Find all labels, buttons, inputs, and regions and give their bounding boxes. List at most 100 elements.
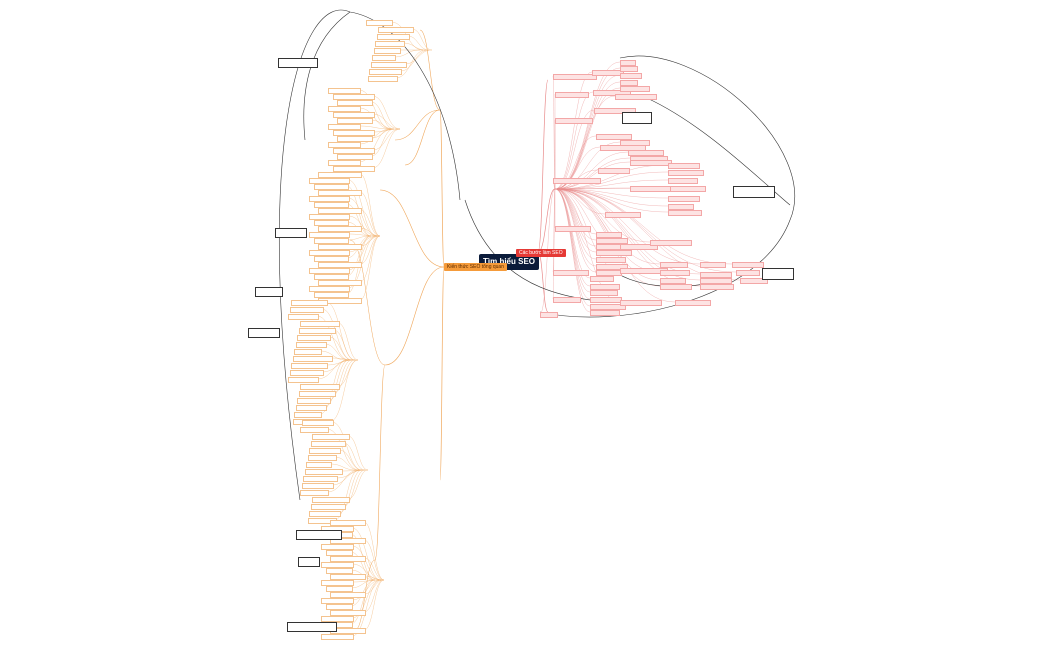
right-leaf-node[interactable] <box>596 270 622 276</box>
left-leaf-node[interactable] <box>288 314 319 320</box>
right-leaf-node[interactable] <box>615 94 657 100</box>
left-leaf-node[interactable] <box>375 41 405 47</box>
left-leaf-node[interactable] <box>376 34 410 40</box>
right-leaf-node[interactable] <box>660 270 690 276</box>
left-leaf-node[interactable] <box>312 497 350 503</box>
right-leaf-node[interactable] <box>668 170 704 176</box>
left-leaf-node[interactable] <box>309 178 350 184</box>
right-leaf-node[interactable] <box>553 270 589 276</box>
right-leaf-node[interactable] <box>700 284 734 290</box>
left-leaf-node[interactable] <box>328 160 361 166</box>
left-leaf-node[interactable] <box>318 262 362 268</box>
right-leaf-node[interactable] <box>620 66 638 72</box>
right-leaf-node[interactable] <box>555 226 591 232</box>
left-leaf-node[interactable] <box>291 363 328 369</box>
left-leaf-node[interactable] <box>313 184 349 190</box>
right-leaf-node[interactable] <box>553 297 581 303</box>
left-leaf-node[interactable] <box>321 598 354 604</box>
right-leaf-node[interactable] <box>590 276 614 282</box>
right-leaf-node[interactable] <box>620 80 638 86</box>
right-leaf-node[interactable] <box>620 140 650 146</box>
right-leaf-node[interactable] <box>732 262 764 268</box>
left-leaf-node[interactable] <box>300 321 340 327</box>
right-callout-box[interactable] <box>762 268 794 280</box>
left-leaf-node[interactable] <box>309 250 350 256</box>
right-leaf-node[interactable] <box>593 90 631 96</box>
right-leaf-node[interactable] <box>594 108 636 114</box>
left-leaf-node[interactable] <box>321 634 354 640</box>
right-leaf-node[interactable] <box>620 86 650 92</box>
right-leaf-node[interactable] <box>628 150 664 156</box>
left-leaf-node[interactable] <box>321 544 354 550</box>
left-leaf-node[interactable] <box>307 455 337 461</box>
left-leaf-node[interactable] <box>328 142 361 148</box>
right-callout-box[interactable] <box>622 112 652 124</box>
left-leaf-node[interactable] <box>301 483 334 489</box>
right-leaf-node[interactable] <box>668 210 702 216</box>
right-leaf-node[interactable] <box>553 74 597 80</box>
left-callout-box[interactable] <box>298 557 320 567</box>
left-leaf-node[interactable] <box>292 356 333 362</box>
left-leaf-node[interactable] <box>309 268 350 274</box>
right-leaf-node[interactable] <box>675 300 711 306</box>
right-leaf-node[interactable] <box>700 262 726 268</box>
right-leaf-node[interactable] <box>540 312 558 318</box>
right-leaf-node[interactable] <box>736 270 760 276</box>
right-leaf-node[interactable] <box>620 60 636 66</box>
right-leaf-node[interactable] <box>620 244 658 250</box>
right-leaf-node[interactable] <box>596 232 622 238</box>
left-leaf-node[interactable] <box>297 398 331 404</box>
left-leaf-node[interactable] <box>312 434 350 440</box>
left-leaf-node[interactable] <box>328 124 361 130</box>
left-leaf-node[interactable] <box>328 88 361 94</box>
right-leaf-node[interactable] <box>605 212 641 218</box>
left-leaf-node[interactable] <box>298 391 336 397</box>
left-leaf-node[interactable] <box>318 208 362 214</box>
right-leaf-node[interactable] <box>592 70 624 76</box>
right-leaf-node[interactable] <box>740 278 768 284</box>
left-leaf-node[interactable] <box>321 562 354 568</box>
left-leaf-node[interactable] <box>318 280 362 286</box>
left-callout-box[interactable] <box>255 287 283 297</box>
left-main-branch[interactable]: Kiến thức SEO tổng quan <box>444 263 507 271</box>
left-leaf-node[interactable] <box>301 420 334 426</box>
right-leaf-node[interactable] <box>590 284 620 290</box>
left-leaf-node[interactable] <box>289 307 324 313</box>
left-leaf-node[interactable] <box>310 504 346 510</box>
left-leaf-node[interactable] <box>373 48 401 54</box>
right-leaf-node[interactable] <box>590 290 618 296</box>
left-callout-box[interactable] <box>278 58 318 68</box>
left-callout-box[interactable] <box>275 228 307 238</box>
left-leaf-node[interactable] <box>370 62 407 68</box>
left-leaf-node[interactable] <box>298 328 336 334</box>
left-leaf-node[interactable] <box>367 76 398 82</box>
left-leaf-node[interactable] <box>309 286 350 292</box>
right-leaf-node[interactable] <box>596 134 632 140</box>
left-leaf-node[interactable] <box>297 335 331 341</box>
left-leaf-node[interactable] <box>288 377 319 383</box>
left-leaf-node[interactable] <box>294 349 322 355</box>
left-leaf-node[interactable] <box>328 106 361 112</box>
left-leaf-node[interactable] <box>313 274 349 280</box>
right-leaf-node[interactable] <box>555 118 593 124</box>
left-callout-box[interactable] <box>296 530 342 540</box>
left-leaf-node[interactable] <box>330 574 366 580</box>
left-leaf-node[interactable] <box>337 154 373 160</box>
left-leaf-node[interactable] <box>291 300 328 306</box>
left-leaf-node[interactable] <box>325 550 353 556</box>
left-leaf-node[interactable] <box>309 214 350 220</box>
left-leaf-node[interactable] <box>300 384 340 390</box>
left-leaf-node[interactable] <box>309 448 341 454</box>
right-leaf-node[interactable] <box>590 304 626 310</box>
left-leaf-node[interactable] <box>295 405 327 411</box>
right-leaf-node[interactable] <box>555 92 589 98</box>
right-leaf-node[interactable] <box>620 300 662 306</box>
left-leaf-node[interactable] <box>321 580 354 586</box>
left-leaf-node[interactable] <box>300 427 329 433</box>
left-leaf-node[interactable] <box>294 412 322 418</box>
right-leaf-node[interactable] <box>596 264 628 270</box>
right-callout-box[interactable] <box>733 186 775 198</box>
left-leaf-node[interactable] <box>330 556 366 562</box>
left-leaf-node[interactable] <box>318 172 362 178</box>
